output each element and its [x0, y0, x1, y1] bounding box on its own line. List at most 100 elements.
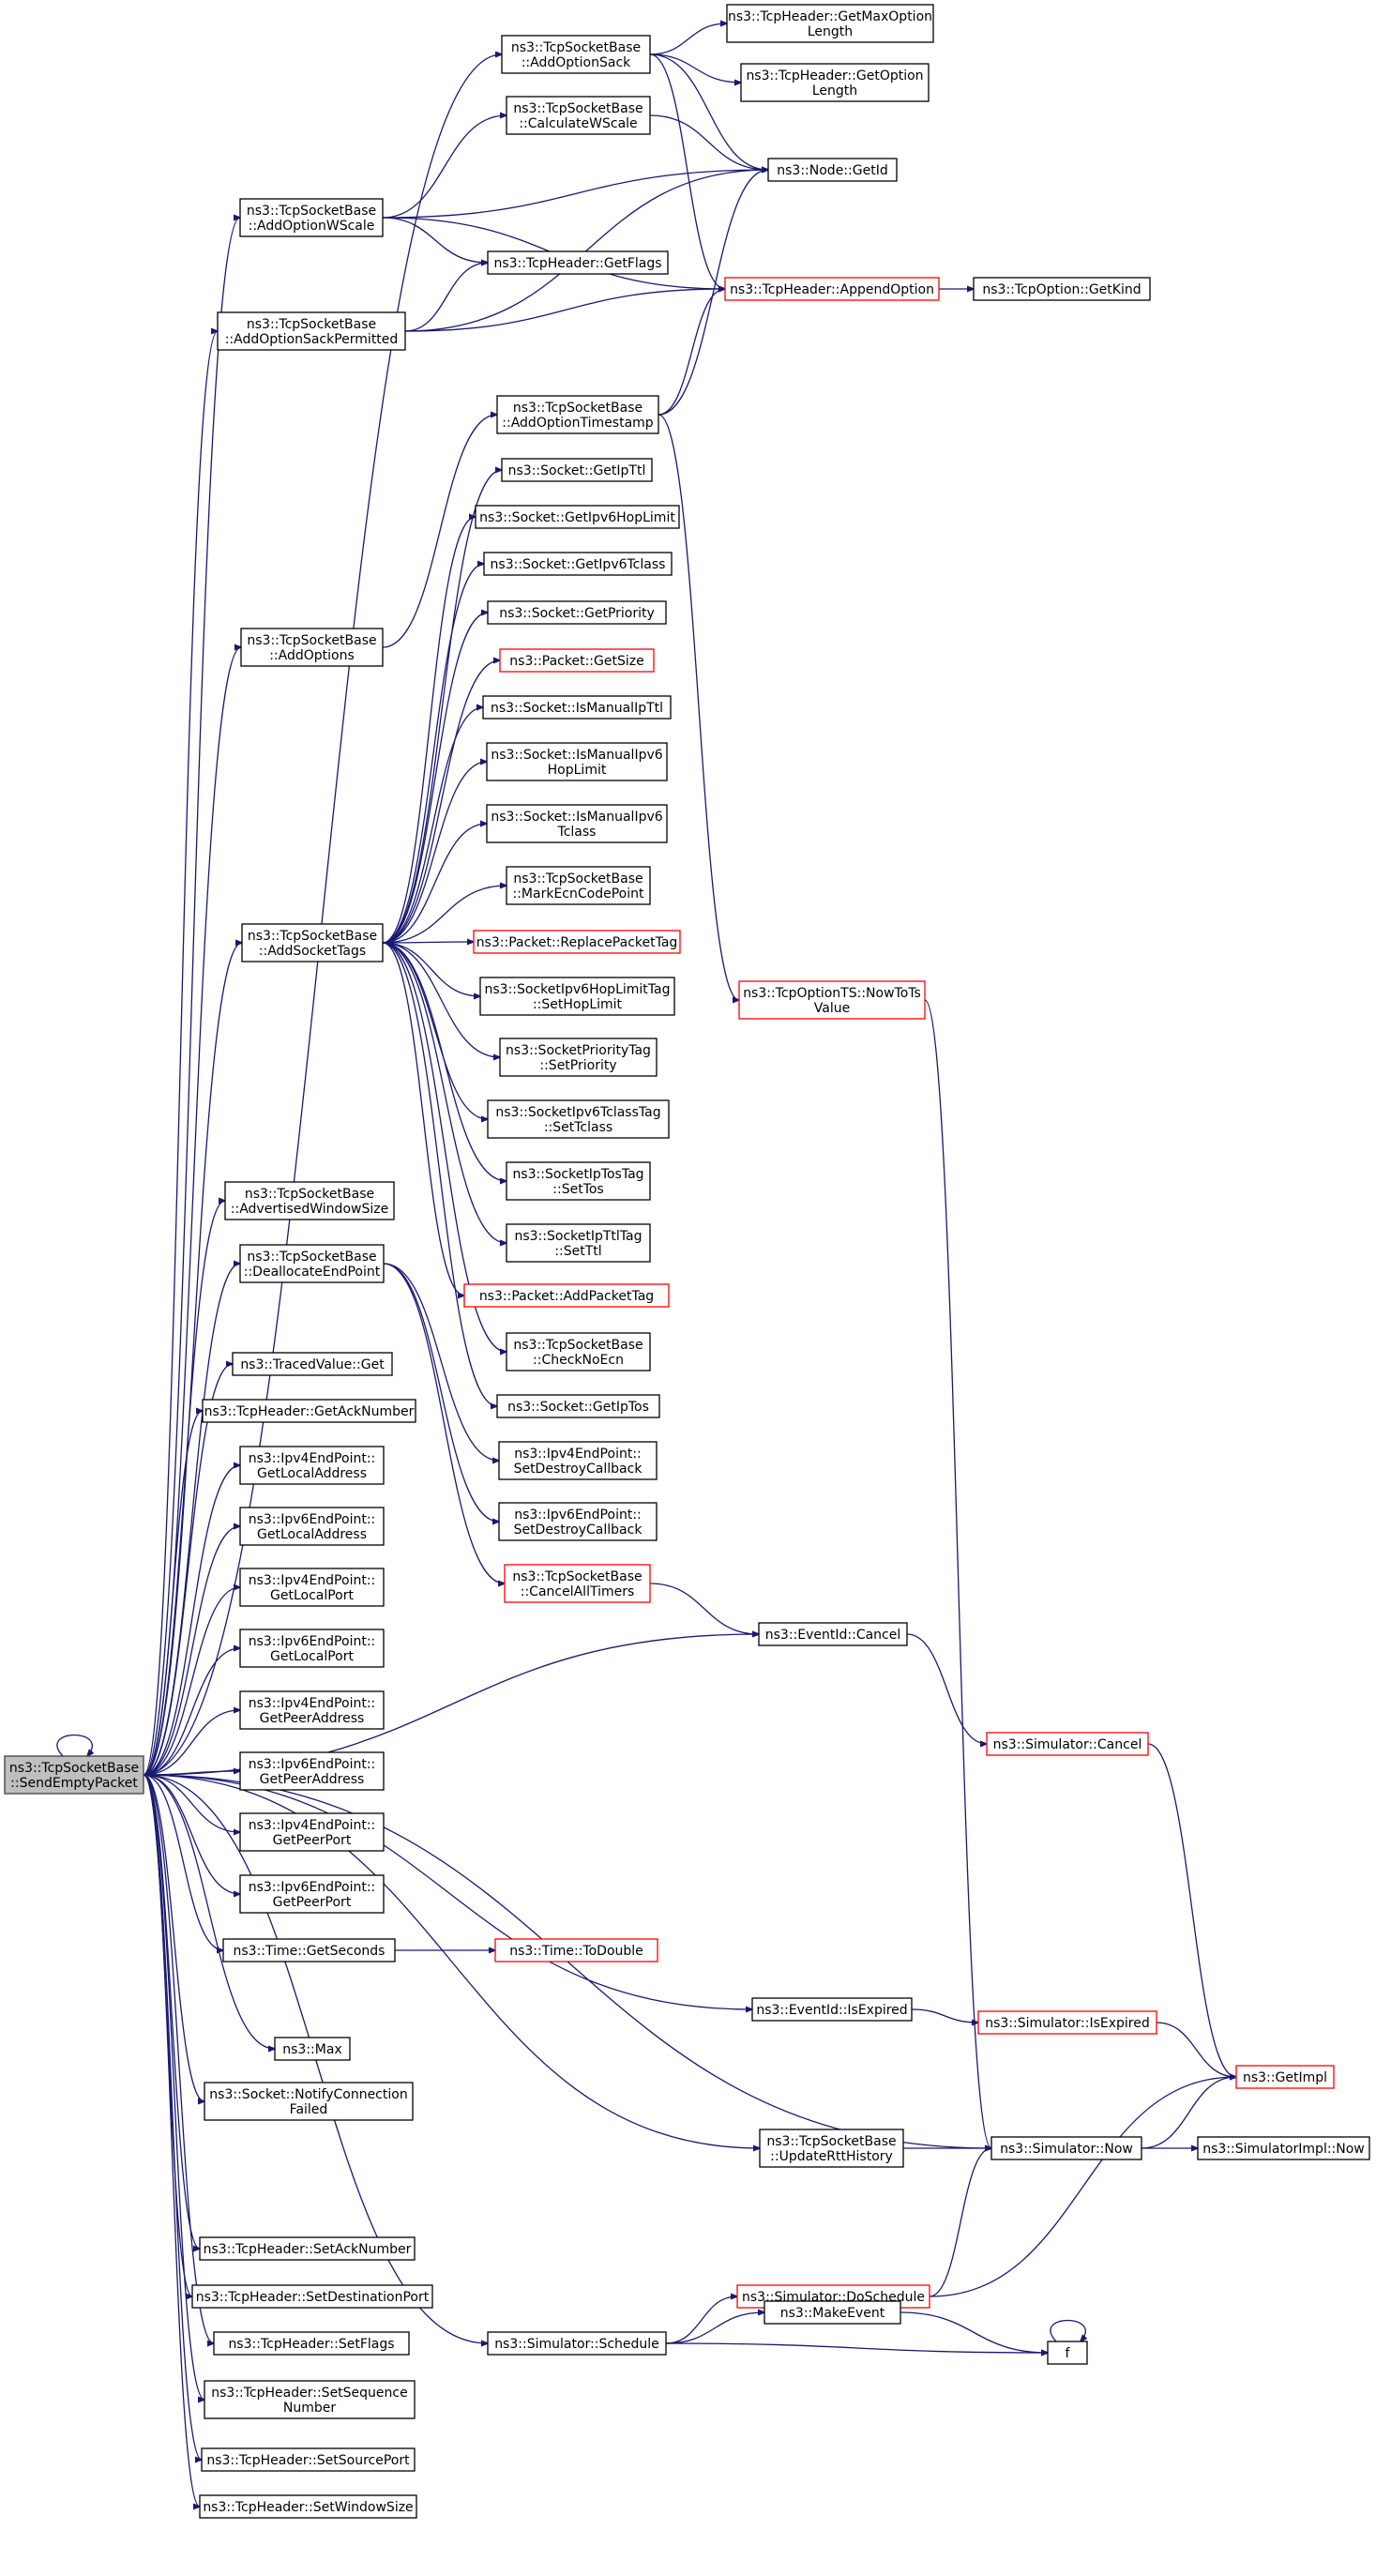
graph-node-ismanipttl[interactable]: ns3::Socket::IsManualIpTtl — [482, 695, 672, 720]
node-label: ::CancelAllTimers — [521, 1584, 635, 1599]
graph-node-evcancel[interactable]: ns3::EventId::Cancel — [758, 1622, 908, 1646]
graph-node-v4destroy[interactable]: ns3::Ipv4EndPoint::SetDestroyCallback — [498, 1441, 658, 1480]
graph-node-max[interactable]: ns3::Max — [274, 2037, 351, 2061]
edge-addsock-to-getipv6hop — [382, 517, 476, 944]
graph-node-calcw[interactable]: ns3::TcpSocketBase::CalculateWScale — [506, 96, 651, 135]
graph-node-schedule[interactable]: ns3::Simulator::Schedule — [487, 2331, 667, 2356]
node-box — [499, 1038, 658, 1077]
edge-evcancel-to-simcancel — [906, 1633, 987, 1744]
graph-node-getiptos[interactable]: ns3::Socket::GetIpTos — [496, 1394, 660, 1418]
edge-addsock-to-tctag — [382, 942, 488, 1119]
graph-node-markecn[interactable]: ns3::TcpSocketBase::MarkEcnCodePoint — [506, 866, 651, 905]
graph-node-v6peerport[interactable]: ns3::Ipv6EndPoint::GetPeerPort — [239, 1874, 385, 1914]
node-label: ::CalculateWScale — [519, 116, 637, 131]
node-label: ns3::Simulator::Schedule — [494, 2337, 659, 2352]
graph-node-getsize[interactable]: ns3::Packet::GetSize — [499, 648, 655, 673]
edge-root-to-advwin — [143, 1201, 225, 1776]
edge-addsock-to-hoptag — [382, 942, 480, 996]
graph-node-appendopt[interactable]: ns3::TcpHeader::AppendOption — [724, 277, 940, 301]
graph-node-hoptag[interactable]: ns3::SocketIpv6HopLimitTag::SetHopLimit — [479, 977, 675, 1016]
graph-node-setdport[interactable]: ns3::TcpHeader::SetDestinationPort — [191, 2284, 433, 2309]
node-label: ns3::EventId::IsExpired — [756, 2003, 907, 2018]
node-label: ns3::TcpOptionTS::NowToTs — [743, 986, 921, 1001]
node-box — [486, 742, 668, 781]
graph-node-isexpired[interactable]: ns3::EventId::IsExpired — [751, 1997, 913, 2022]
graph-node-v4locaddr[interactable]: ns3::Ipv4EndPoint::GetLocalAddress — [239, 1446, 385, 1485]
graph-node-tostag[interactable]: ns3::SocketIpTosTag::SetTos — [506, 1161, 651, 1201]
graph-node-simcancel[interactable]: ns3::Simulator::Cancel — [986, 1732, 1149, 1756]
graph-node-nodeid[interactable]: ns3::Node::GetId — [767, 158, 898, 182]
edge-f-to-f — [1050, 2319, 1085, 2342]
node-box — [239, 198, 384, 237]
graph-node-v6locport[interactable]: ns3::Ipv6EndPoint::GetLocalPort — [239, 1629, 385, 1668]
graph-node-root[interactable]: ns3::TcpSocketBase::SendEmptyPacket — [4, 1755, 144, 1795]
graph-node-updrtt[interactable]: ns3::TcpSocketBase::UpdateRttHistory — [759, 2129, 904, 2168]
edge-addsock-to-tostag — [382, 942, 507, 1181]
graph-node-timestamp[interactable]: ns3::TcpSocketBase::AddOptionTimestamp — [496, 395, 659, 434]
edge-calcw-to-nodeid — [649, 114, 768, 170]
graph-node-getipv6tc[interactable]: ns3::Socket::GetIpv6Tclass — [483, 552, 673, 576]
node-box — [767, 158, 898, 182]
node-box — [239, 1446, 385, 1485]
graph-node-addsock[interactable]: ns3::TcpSocketBase::AddSocketTags — [241, 923, 384, 962]
graph-node-getack[interactable]: ns3::TcpHeader::GetAckNumber — [202, 1399, 416, 1423]
graph-node-getseconds[interactable]: ns3::Time::GetSeconds — [222, 1938, 396, 1962]
node-label: ns3::Ipv4EndPoint:: — [249, 1818, 376, 1833]
graph-node-tracedget[interactable]: ns3::TracedValue::Get — [232, 1352, 393, 1376]
graph-node-simisexp[interactable]: ns3::Simulator::IsExpired — [977, 2010, 1157, 2035]
graph-node-getipv6hop[interactable]: ns3::Socket::GetIpv6HopLimit — [475, 505, 680, 529]
graph-node-setwin[interactable]: ns3::TcpHeader::SetWindowSize — [199, 2494, 417, 2519]
graph-node-dealloc[interactable]: ns3::TcpSocketBase::DeallocateEndPoint — [239, 1244, 385, 1283]
graph-node-f[interactable]: f — [1047, 2341, 1088, 2365]
graph-node-priotag[interactable]: ns3::SocketPriorityTag::SetPriority — [499, 1038, 658, 1077]
graph-node-sackperm[interactable]: ns3::TcpSocketBase::AddOptionSackPermitt… — [217, 311, 406, 351]
node-label: ns3::TcpSocketBase — [9, 1761, 139, 1776]
graph-node-v4peeraddr[interactable]: ns3::Ipv4EndPoint::GetPeerAddress — [239, 1690, 385, 1730]
graph-node-v6destroy[interactable]: ns3::Ipv6EndPoint::SetDestroyCallback — [498, 1502, 658, 1541]
graph-node-wscale[interactable]: ns3::TcpSocketBase::AddOptionWScale — [239, 198, 384, 237]
graph-node-v6locaddr[interactable]: ns3::Ipv6EndPoint::GetLocalAddress — [239, 1507, 385, 1546]
graph-node-getipttl[interactable]: ns3::Socket::GetIpTtl — [501, 458, 653, 482]
graph-node-cancelall[interactable]: ns3::TcpSocketBase::CancelAllTimers — [504, 1564, 651, 1603]
edge-dealloc-to-v4destroy — [383, 1263, 499, 1461]
graph-node-getflags[interactable]: ns3::TcpHeader::GetFlags — [487, 250, 669, 275]
graph-node-getimpl[interactable]: ns3::GetImpl — [1235, 2065, 1335, 2089]
node-label: f — [1066, 2346, 1071, 2361]
graph-node-getkind[interactable]: ns3::TcpOption::GetKind — [973, 277, 1151, 301]
graph-node-v4locport[interactable]: ns3::Ipv4EndPoint::GetLocalPort — [239, 1568, 385, 1607]
graph-node-ttltag[interactable]: ns3::SocketIpTtlTag::SetTtl — [506, 1223, 651, 1263]
graph-node-addpkttag[interactable]: ns3::Packet::AddPacketTag — [463, 1283, 670, 1308]
graph-node-sack[interactable]: ns3::TcpSocketBase::AddOptionSack — [501, 35, 651, 74]
graph-node-implnow[interactable]: ns3::SimulatorImpl::Now — [1197, 2136, 1370, 2160]
graph-node-checknoecn[interactable]: ns3::TcpSocketBase::CheckNoEcn — [506, 1332, 651, 1371]
node-label: ::DeallocateEndPoint — [244, 1265, 381, 1280]
graph-node-simnow[interactable]: ns3::Simulator::Now — [990, 2136, 1142, 2160]
node-box — [241, 923, 384, 962]
graph-node-todouble[interactable]: ns3::Time::ToDouble — [494, 1938, 658, 1962]
node-label: ns3::TcpHeader::SetSequence — [211, 2386, 407, 2401]
node-box — [506, 1223, 651, 1263]
graph-node-v4peerport[interactable]: ns3::Ipv4EndPoint::GetPeerPort — [239, 1812, 385, 1852]
node-box — [496, 1394, 660, 1418]
graph-node-setack[interactable]: ns3::TcpHeader::SetAckNumber — [199, 2236, 416, 2261]
graph-node-v6peeraddr[interactable]: ns3::Ipv6EndPoint::GetPeerAddress — [239, 1751, 385, 1791]
node-label: ::AddOptionSackPermitted — [225, 332, 399, 347]
graph-node-makeevent[interactable]: ns3::MakeEvent — [764, 2300, 901, 2325]
node-box — [213, 2331, 410, 2356]
graph-node-setsport[interactable]: ns3::TcpHeader::SetSourcePort — [201, 2447, 416, 2472]
graph-node-tctag[interactable]: ns3::SocketIpv6TclassTag::SetTclass — [487, 1099, 670, 1139]
node-label: ns3::Packet::GetSize — [509, 654, 643, 669]
graph-node-setflags[interactable]: ns3::TcpHeader::SetFlags — [213, 2331, 410, 2356]
graph-node-advwin[interactable]: ns3::TcpSocketBase::AdvertisedWindowSize — [224, 1181, 395, 1220]
graph-node-getprio[interactable]: ns3::Socket::GetPriority — [487, 600, 667, 625]
graph-node-addoptions[interactable]: ns3::TcpSocketBase::AddOptions — [240, 628, 384, 667]
node-box — [1197, 2136, 1370, 2160]
graph-node-replacetag[interactable]: ns3::Packet::ReplacePacketTag — [473, 930, 681, 954]
